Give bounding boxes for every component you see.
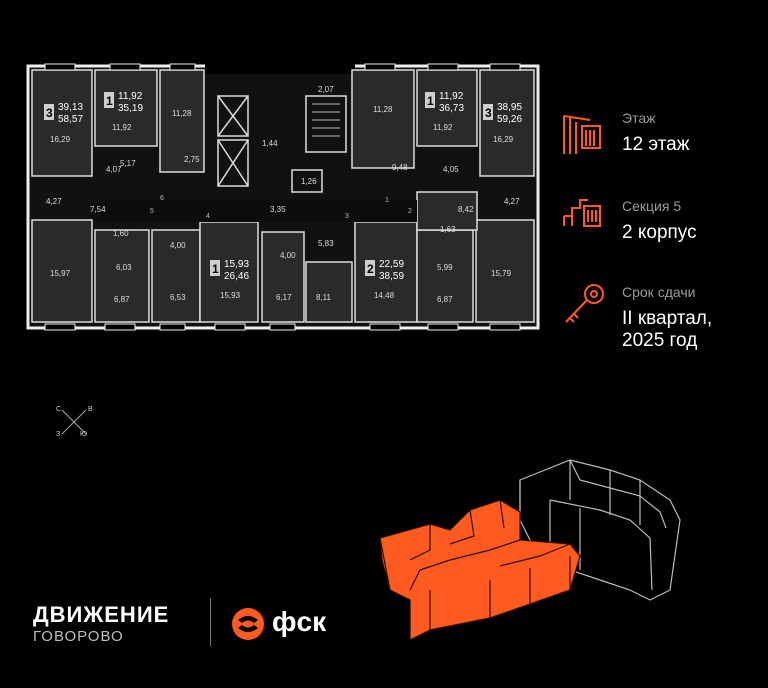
info-delivery: Срок сдачи II квартал, 2025 год xyxy=(560,282,768,352)
room-area: 6,87 xyxy=(437,295,453,304)
room-area: 1,63 xyxy=(440,225,456,234)
developer-logo-text: фск xyxy=(272,606,327,637)
room-area: 11,28 xyxy=(373,105,393,114)
unit-area: 39,13 xyxy=(58,102,83,113)
room-area: 1,60 xyxy=(113,229,129,238)
unit-area: 36,73 xyxy=(439,103,464,114)
unit-rooms: 2 xyxy=(367,262,374,276)
fsk-logo-icon xyxy=(232,608,264,640)
unit-rooms: 3 xyxy=(46,106,53,120)
room-area: 5,99 xyxy=(437,263,453,272)
room-area: 1,26 xyxy=(301,177,317,186)
door-number: 4 xyxy=(206,213,210,220)
project-logo-subtitle: ГОВОРОВО xyxy=(33,628,124,645)
room-area: 15,97 xyxy=(50,269,71,278)
unit-area: 38,59 xyxy=(379,271,404,282)
room-area: 6,87 xyxy=(114,295,130,304)
room-area: 4,00 xyxy=(280,251,296,260)
door-number: 2 xyxy=(408,208,412,215)
floor-plan: 3 39,13 58,57 1 11,92 35,19 1 11,92 36,7… xyxy=(26,62,540,331)
compass-west: З xyxy=(56,431,60,438)
room-area: 11,92 xyxy=(433,123,453,132)
room-area: 8,11 xyxy=(316,293,332,302)
door-number: 3 xyxy=(345,213,349,220)
delivery-label: Срок сдачи xyxy=(622,284,696,300)
room-area: 8,42 xyxy=(458,205,474,214)
door-number: 6 xyxy=(160,195,164,202)
section-label: Секция 5 xyxy=(622,198,682,214)
unit-area: 59,26 xyxy=(497,114,522,125)
unit-area: 15,93 xyxy=(224,259,249,270)
room-area: 2,75 xyxy=(184,155,200,164)
room-area: 4,00 xyxy=(170,241,186,250)
project-logo-title: ДВИЖЕНИЕ xyxy=(33,602,170,627)
room-area: 6,53 xyxy=(170,293,186,302)
unit-area: 38,95 xyxy=(497,102,522,113)
door-number: 5 xyxy=(150,208,154,215)
building-floor-icon xyxy=(563,115,601,154)
room-area: 3,35 xyxy=(270,205,286,214)
door-number: 1 xyxy=(385,197,389,204)
compass-icon: С В З Ю xyxy=(56,406,93,438)
compass-south: Ю xyxy=(80,431,87,438)
info-floor: Этаж 12 этаж xyxy=(560,108,768,158)
compass-east: В xyxy=(88,406,93,413)
unit-rooms: 3 xyxy=(485,106,492,120)
room-area: 7,54 xyxy=(90,205,106,214)
unit-area: 58,57 xyxy=(58,114,83,125)
room-area: 4,27 xyxy=(504,197,520,206)
floor-value: 12 этаж xyxy=(622,134,690,155)
key-icon xyxy=(565,284,604,323)
room-area: 16,29 xyxy=(50,135,71,144)
room-area: 15,79 xyxy=(491,269,512,278)
room-area: 1,44 xyxy=(262,139,278,148)
delivery-value-line1: II квартал, xyxy=(622,308,713,329)
stairs-section-icon xyxy=(563,199,601,227)
room-area: 4,05 xyxy=(443,165,459,174)
room-area: 11,28 xyxy=(172,109,192,118)
unit-rooms: 1 xyxy=(427,94,434,108)
delivery-value-line2: 2025 год xyxy=(622,330,698,351)
room-area: 2,07 xyxy=(318,85,334,94)
room-area: 6,03 xyxy=(116,263,132,272)
room-area: 14,48 xyxy=(374,291,395,300)
unit-area: 22,59 xyxy=(379,259,404,270)
unit-area: 11,92 xyxy=(118,91,143,102)
room-area: 15,93 xyxy=(220,291,241,300)
unit-area: 35,19 xyxy=(118,103,143,114)
floor-label: Этаж xyxy=(622,110,656,126)
unit-area: 26,46 xyxy=(224,271,249,282)
unit-rooms: 1 xyxy=(212,262,219,276)
section-value: 2 корпус xyxy=(622,222,697,243)
building-3d-illustration xyxy=(379,459,681,641)
room-area: 4,07 xyxy=(106,165,122,174)
room-area: 11,92 xyxy=(112,123,132,132)
info-section: Секция 5 2 корпус xyxy=(560,196,768,246)
unit-area: 11,92 xyxy=(439,91,464,102)
room-area: 6,17 xyxy=(276,293,292,302)
room-apartment-3-left[interactable] xyxy=(31,69,93,177)
unit-rooms: 1 xyxy=(106,94,113,108)
room-area: 5,17 xyxy=(120,159,136,168)
room-area: 9,48 xyxy=(392,163,408,172)
room-area: 5,83 xyxy=(318,239,334,248)
room-area: 4,27 xyxy=(46,197,62,206)
logo-divider xyxy=(210,598,211,646)
room-area: 16,29 xyxy=(493,135,514,144)
compass-north: С xyxy=(56,406,61,413)
room-apartment-1-bottom[interactable] xyxy=(199,221,259,323)
room-apartment-3-right[interactable] xyxy=(479,69,535,177)
